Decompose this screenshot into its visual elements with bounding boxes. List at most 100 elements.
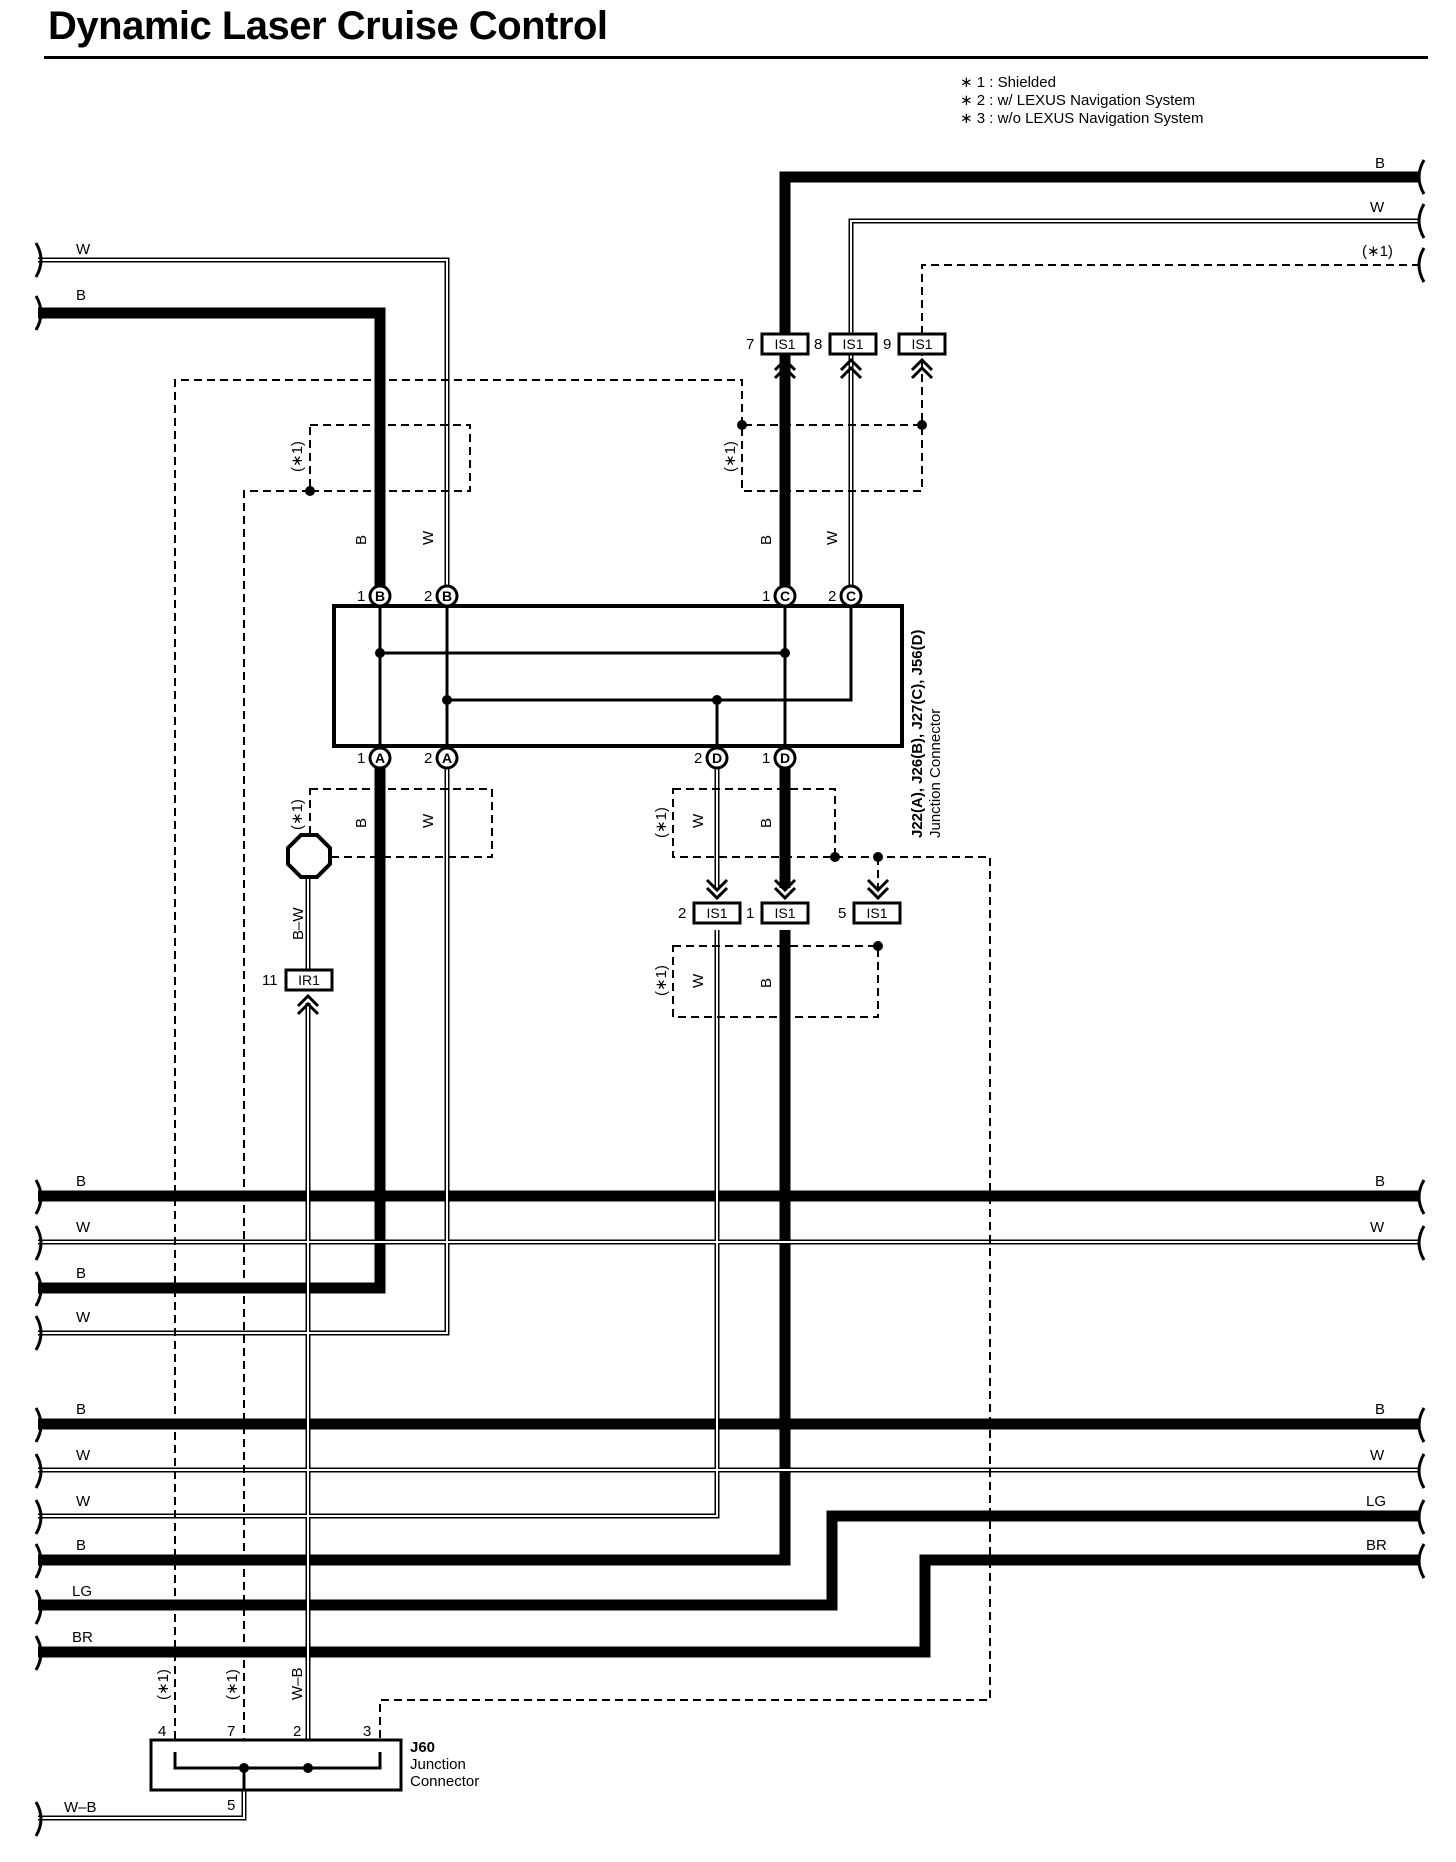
cavity-c: C: [846, 588, 856, 604]
connector-is1-2: IS1: [706, 905, 727, 921]
wire-label: LG: [1366, 1493, 1386, 1510]
note-without-navigation: ∗ 3 : w/o LEXUS Navigation System: [960, 110, 1204, 127]
connector-is1-7: IS1: [774, 336, 795, 352]
pin-number: 2: [828, 588, 836, 605]
pin-number: 4: [158, 1723, 166, 1740]
wire-label: W: [1370, 199, 1385, 216]
pin-number: 7: [746, 336, 754, 353]
shield-label: (∗1): [155, 1669, 172, 1700]
wire-label: W: [1370, 1447, 1385, 1464]
note-shielded: ∗ 1 : Shielded: [960, 74, 1056, 91]
pin-number: 8: [814, 336, 822, 353]
wire-label: B: [76, 1173, 86, 1190]
shield-label: (∗1): [224, 1669, 241, 1700]
wire-label: B: [76, 1537, 86, 1554]
legend-notes: ∗ 1 : Shielded ∗ 2 : w/ LEXUS Navigation…: [960, 74, 1204, 128]
pin-number: 1: [762, 750, 770, 767]
shield-label: (∗1): [289, 799, 306, 830]
wire-label: B: [353, 818, 370, 828]
cavity-b: B: [375, 588, 385, 604]
page-title: Dynamic Laser Cruise Control: [48, 4, 608, 48]
connector-arrow-marks: [296, 357, 934, 1016]
cavity-d: D: [712, 750, 722, 766]
shield-wires: [174, 264, 1420, 1752]
wire-break-marks: [34, 159, 1426, 1837]
is1-connectors: IS1 IS1 IS1 IS1 IS1 IS1 IR1 7 8 9 2 1 5 …: [262, 332, 947, 1016]
wire-label: W: [420, 530, 437, 545]
sensor-ground-octagon: [286, 833, 332, 879]
wire-label: B–W: [290, 907, 307, 940]
wire-label: BR: [1366, 1537, 1387, 1554]
wire-br: [38, 1554, 1420, 1658]
pin-number: 1: [357, 750, 365, 767]
note-with-navigation: ∗ 2 : w/ LEXUS Navigation System: [960, 92, 1196, 109]
pin-number: 3: [363, 1723, 371, 1740]
splice-dots: [305, 420, 927, 951]
pin-number: 1: [746, 905, 754, 922]
cavity-d: D: [780, 750, 790, 766]
pin-number: 2: [694, 750, 702, 767]
shield-label: (∗1): [1362, 243, 1393, 260]
thin-wire-inner: [38, 220, 1420, 1819]
shield-label: (∗1): [722, 441, 739, 472]
wire-label: W: [76, 241, 91, 258]
connector-is1-1: IS1: [774, 905, 795, 921]
connector-ir1-11: IR1: [298, 972, 320, 988]
j60-line2: Connector: [410, 1773, 479, 1790]
wire-b-down: [38, 930, 791, 1566]
cavity-a: A: [442, 750, 452, 766]
connector-is1-9: IS1: [911, 336, 932, 352]
wire-lg: [38, 1510, 1420, 1611]
wire-label: B: [76, 1401, 86, 1418]
wire-label: B: [1375, 1401, 1385, 1418]
wire-label: W–B: [289, 1667, 306, 1700]
wire-label: B: [1375, 1173, 1385, 1190]
wire-label: W: [690, 973, 707, 988]
wire-label: W: [76, 1219, 91, 1236]
shield-label: (∗1): [653, 965, 670, 996]
connector-is1-8: IS1: [842, 336, 863, 352]
wire-label: W: [76, 1493, 91, 1510]
wire-mid-b-2: [38, 758, 386, 1294]
wire-label: B: [353, 535, 370, 545]
cavity-c: C: [780, 588, 790, 604]
wire-label: B: [76, 287, 86, 304]
wire-label: W: [76, 1447, 91, 1464]
wire-label: W: [690, 813, 707, 828]
pin-number: 11: [262, 972, 278, 989]
wire-label: W: [420, 813, 437, 828]
wire-label: BR: [72, 1629, 93, 1646]
wire-labels: B W (∗1) W B B B W W B W B B W W W LG B …: [64, 155, 1393, 1816]
wire-label: B: [758, 818, 775, 828]
title-rule: [44, 56, 1428, 59]
connector-is1-5: IS1: [866, 905, 887, 921]
cavity-b: B: [442, 588, 452, 604]
pin-number: 5: [227, 1797, 235, 1814]
wire-label: W–B: [64, 1799, 97, 1816]
wire-label: LG: [72, 1583, 92, 1600]
pin-number: 9: [883, 336, 891, 353]
wire-label: B: [758, 978, 775, 988]
pin-number: 2: [424, 750, 432, 767]
wire-label: W: [76, 1309, 91, 1326]
shield-label: (∗1): [289, 441, 306, 472]
junction-block-main: B B C C A A D D 1 2 1 2 1 2 2 1 J22(A), …: [332, 584, 944, 838]
wire-label: B: [1375, 155, 1385, 172]
pin-number: 1: [762, 588, 770, 605]
pin-number: 2: [293, 1723, 301, 1740]
wire-label: W: [1370, 1219, 1385, 1236]
junction-connector-subtitle: Junction Connector: [927, 709, 944, 838]
j60-junction-connector: J60 Junction Connector 4 7 2 3 5: [149, 1723, 479, 1814]
wire-top-left-b: [38, 307, 386, 596]
pin-number: 2: [678, 905, 686, 922]
j60-line1: Junction: [410, 1756, 466, 1773]
pin-number: 1: [357, 588, 365, 605]
harness-thick-wires: [38, 171, 1420, 1658]
pin-number: 2: [424, 588, 432, 605]
shield-label: (∗1): [653, 807, 670, 838]
wire-label: W: [824, 530, 841, 545]
wire-label: B: [758, 535, 775, 545]
junction-connector-name: J22(A), J26(B), J27(C), J56(D): [909, 630, 926, 838]
j60-name: J60: [410, 1739, 435, 1756]
